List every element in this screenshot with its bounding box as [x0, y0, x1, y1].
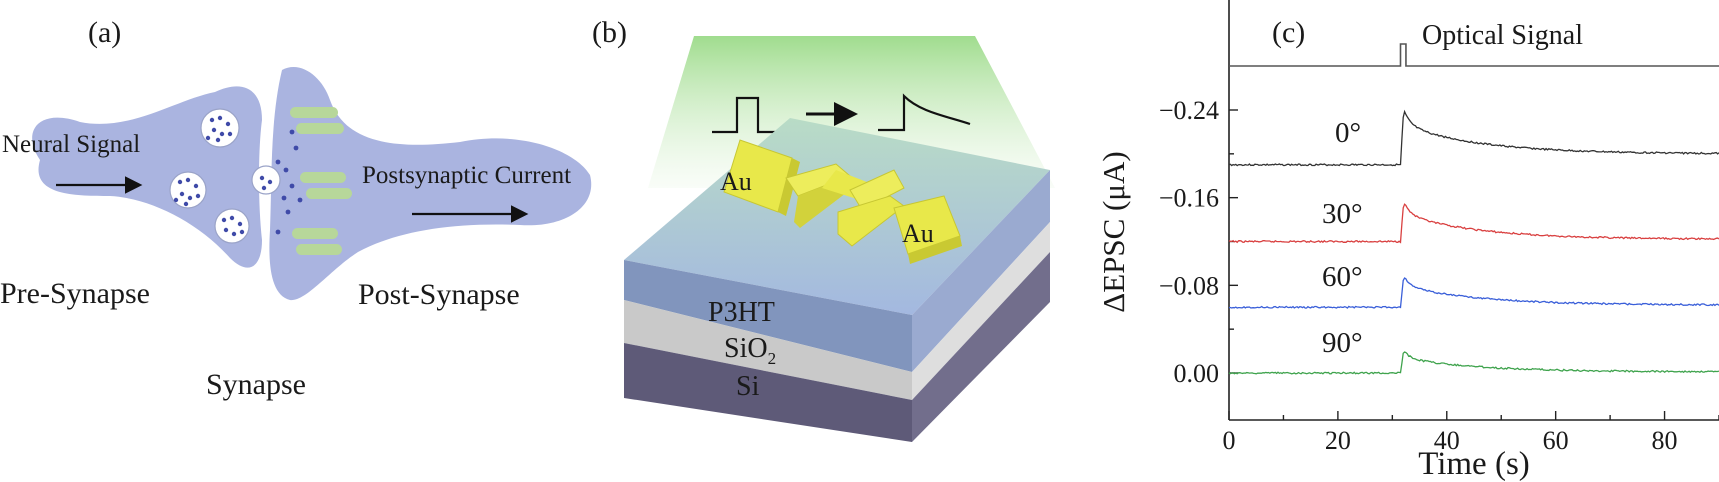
x-tick-label: 60 [1543, 426, 1569, 455]
series-label-0deg: 0° [1335, 117, 1361, 149]
electrode-au-left: Au [720, 167, 752, 196]
series-label-60deg: 60° [1322, 261, 1363, 293]
synaptic-vesicles [169, 108, 303, 244]
waveform-output-response [878, 93, 971, 132]
panel-a: (a) [0, 16, 592, 401]
x-axis-title: Time (s) [1418, 446, 1530, 482]
plot-traces [1228, 43, 1719, 375]
sio2-front-face [624, 300, 912, 400]
panel-c: 0 20 40 60 80 −0.24 −0.16 −0.08 0.00 (c) Optical… [1096, 0, 1719, 482]
layer-sio2-label: SiO2 [724, 333, 776, 368]
x-tick-label: 40 [1434, 426, 1460, 455]
optical-signal-label: Optical Signal [1422, 20, 1583, 51]
post-synapse-neuron [269, 66, 592, 301]
panel-a-label: (a) [88, 16, 121, 49]
si-side-face [912, 252, 1050, 442]
neurotransmitter-dots [275, 129, 303, 235]
p3ht-side-face [912, 170, 1050, 372]
si-front-face [624, 343, 912, 442]
y-tick-label: 0.00 [1174, 359, 1220, 388]
p3ht-front-face [624, 260, 912, 372]
gold-electrodes [723, 139, 962, 264]
receptors [290, 107, 352, 255]
panel-b-label: (b) [592, 16, 627, 49]
layer-si-label: Si [736, 371, 760, 402]
series-label-90deg: 90° [1322, 327, 1363, 359]
waveform-input-pulse [712, 96, 784, 134]
y-tick-label: −0.08 [1159, 271, 1219, 300]
plot-frame [1228, 0, 1719, 421]
y-tick-label: −0.24 [1159, 96, 1219, 125]
post-synapse-label: Post-Synapse [358, 278, 520, 311]
epsc-trace-1 [1228, 203, 1719, 244]
neural-signal-label: Neural Signal [2, 131, 140, 158]
p3ht-top-surface [624, 118, 1050, 315]
x-tick-label: 0 [1223, 426, 1236, 455]
panel-c-label: (c) [1272, 16, 1305, 49]
optical-signal-trace [1229, 43, 1719, 67]
layer-p3ht-label: P3HT [708, 297, 775, 328]
y-tick-label: −0.16 [1159, 184, 1219, 213]
panel-b: (b) Au Au P3HT SiO2 Si [592, 16, 1055, 442]
epsc-trace-3 [1228, 351, 1719, 375]
pre-synapse-label: Pre-Synapse [0, 277, 150, 310]
x-tick-label: 20 [1325, 426, 1351, 455]
y-axis-title: ΔEPSC (μA) [1096, 151, 1131, 312]
epsc-trace-0 [1228, 109, 1719, 167]
postsynaptic-current-label: Postsynaptic Current [362, 162, 571, 189]
epsc-trace-2 [1228, 277, 1719, 309]
series-label-30deg: 30° [1322, 198, 1363, 230]
x-tick-label: 80 [1652, 426, 1678, 455]
electrode-au-right: Au [902, 219, 934, 248]
synapse-label: Synapse [206, 368, 306, 401]
axis-ticks: 0 20 40 60 80 −0.24 −0.16 −0.08 0.00 [1159, 96, 1719, 455]
sio2-side-face [912, 222, 1050, 400]
